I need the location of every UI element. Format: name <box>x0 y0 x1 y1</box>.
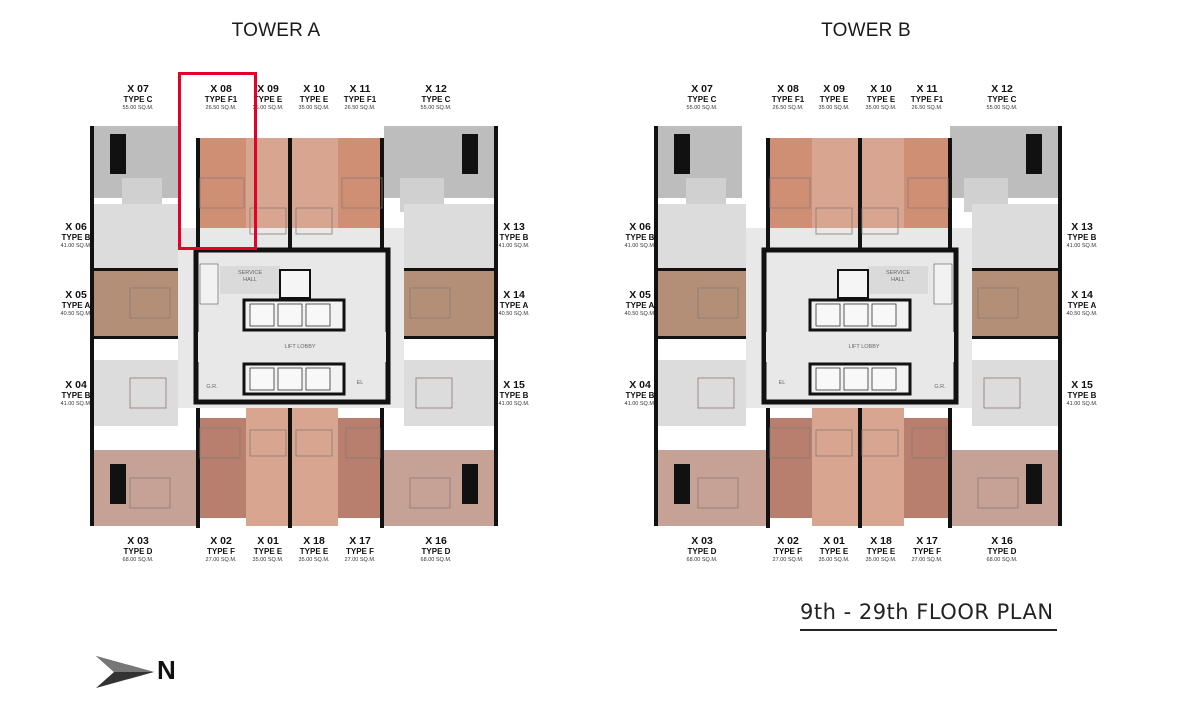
unit-x04-area <box>92 360 178 426</box>
lift-lobby <box>766 332 954 362</box>
floor-plan-title: 9th - 29th FLOOR PLAN <box>800 600 1054 624</box>
unit-x11-area <box>904 138 950 228</box>
unit-x03-area <box>92 450 196 526</box>
unit-x08-area <box>766 138 812 228</box>
lift-lobby-label: LIFT LOBBY <box>848 344 880 350</box>
north-arrow-icon <box>96 656 154 688</box>
garbage-room-label: G.R. <box>206 384 218 390</box>
unit-x04-area <box>656 360 746 426</box>
unit-x03-area <box>656 450 766 526</box>
electrical-room-label: EL <box>778 380 786 386</box>
tower-a-title: TOWER A <box>231 20 321 41</box>
unit-x18-area <box>858 408 904 526</box>
unit-x05-area <box>656 270 746 338</box>
electrical-room-label: EL <box>356 380 364 386</box>
unit-x18-area <box>292 408 338 526</box>
unit-x17-area <box>904 418 950 518</box>
tower-b-title: TOWER B <box>821 20 911 41</box>
service-hall <box>220 266 280 294</box>
unit-x02-area <box>766 418 812 518</box>
unit-x01-area <box>246 408 292 526</box>
lift-lobby-label: LIFT LOBBY <box>284 344 316 350</box>
unit-x08-highlight-box <box>178 72 257 250</box>
lift-lobby <box>198 332 386 362</box>
tower-b-floor-plan-drawing <box>654 126 1062 528</box>
stair <box>933 263 953 305</box>
unit-x13-area <box>404 204 496 268</box>
garbage-room-label: G.R. <box>934 384 946 390</box>
north-label: N <box>157 655 176 685</box>
unit-x13-area <box>972 204 1060 268</box>
shaft <box>279 269 311 299</box>
unit-x15-area <box>404 360 496 426</box>
unit-x16-area <box>384 450 496 526</box>
unit-x06-area <box>656 204 746 268</box>
unit-x17-area <box>338 418 384 518</box>
shaft <box>837 269 869 299</box>
service-hall <box>868 266 928 294</box>
unit-x16-area <box>950 450 1060 526</box>
unit-x15-area <box>972 360 1060 426</box>
floor-plan-title-underline <box>800 629 1057 631</box>
tower-a-floor-plan-drawing <box>90 126 498 528</box>
unit-x02-area <box>196 418 246 518</box>
unit-x11-area <box>338 138 384 228</box>
unit-x05-area <box>92 270 178 338</box>
stair <box>199 263 219 305</box>
unit-x06-area <box>92 204 178 268</box>
unit-x01-area <box>812 408 858 526</box>
unit-x08-area <box>196 138 246 228</box>
unit-x14-area <box>972 270 1060 338</box>
